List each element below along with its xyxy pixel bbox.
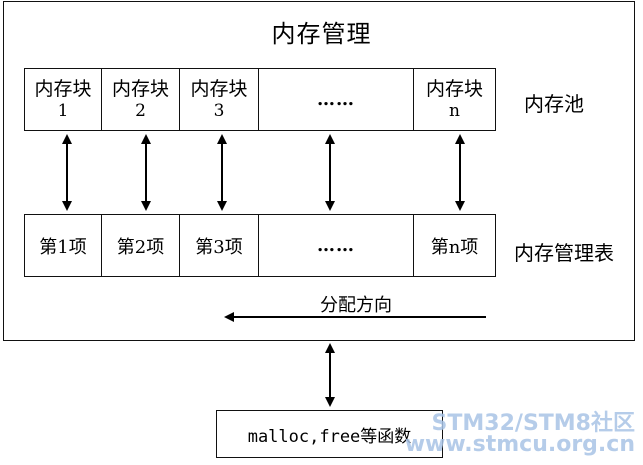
memory-block-3: 内存块 3 — [180, 69, 259, 130]
memory-pool-label: 内存池 — [524, 92, 584, 116]
table-item-label: 第1项 — [39, 236, 87, 258]
memory-block-index: 1 — [57, 100, 69, 121]
memory-management-frame — [3, 1, 635, 341]
watermark-line1: STM32/STM8社区 — [431, 411, 635, 436]
allocation-direction-label: 分配方向 — [320, 295, 392, 316]
memory-block-n: 内存块 n — [414, 69, 495, 130]
memory-table-label: 内存管理表 — [514, 241, 614, 265]
table-item-3: 第3项 — [180, 215, 259, 276]
table-item-label: 第2项 — [116, 236, 165, 258]
table-item-label: 第3项 — [195, 236, 243, 258]
memory-block-1: 内存块 1 — [25, 69, 102, 130]
ellipsis: …… — [317, 235, 355, 256]
table-item-n: 第n项 — [414, 215, 495, 276]
table-item-2: 第2项 — [102, 215, 180, 276]
functions-box: malloc,free等函数 — [216, 410, 443, 458]
memory-block-2: 内存块 2 — [102, 69, 180, 130]
table-item-ellipsis: …… — [259, 215, 414, 276]
diagram-title: 内存管理 — [271, 20, 372, 48]
memory-block-name: 内存块 — [425, 77, 483, 100]
functions-label: malloc,free等函数 — [247, 426, 412, 447]
memory-table-row: 第1项 第2项 第3项 …… 第n项 — [24, 214, 496, 277]
table-item-label: 第n项 — [430, 236, 479, 258]
memory-block-name: 内存块 — [190, 77, 248, 100]
memory-block-index: n — [449, 100, 460, 121]
table-item-1: 第1项 — [25, 215, 102, 276]
memory-block-ellipsis: …… — [259, 69, 414, 130]
ellipsis: …… — [317, 89, 355, 110]
memory-block-index: 3 — [213, 100, 225, 121]
memory-block-index: 2 — [135, 100, 146, 121]
memory-pool-row: 内存块 1 内存块 2 内存块 3 …… 内存块 n — [24, 68, 496, 131]
memory-block-name: 内存块 — [34, 77, 92, 100]
memory-block-name: 内存块 — [111, 77, 169, 100]
watermark-line2: www.stmcu.org.cn — [404, 432, 635, 457]
